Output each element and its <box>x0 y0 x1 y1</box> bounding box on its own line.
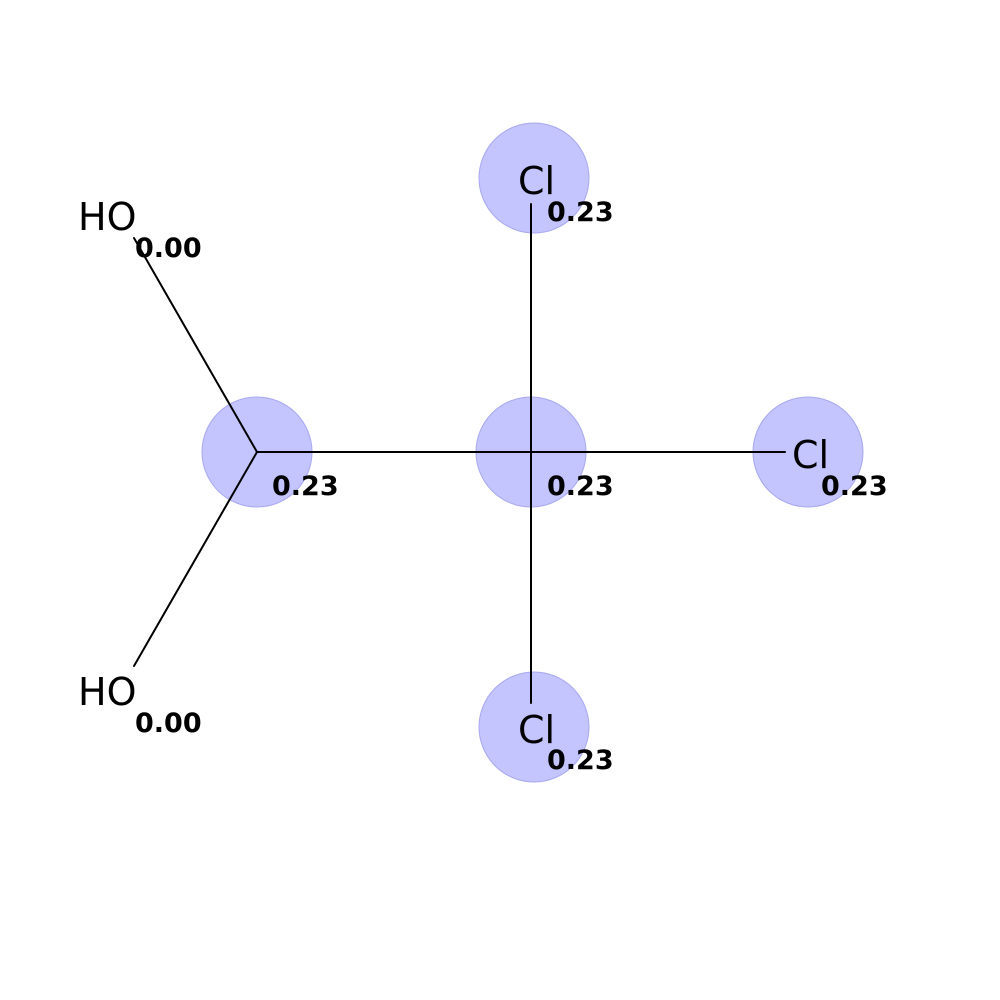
atom-label-cl1: Cl <box>518 159 555 203</box>
atom-score-c2: 0.23 <box>547 471 614 502</box>
bond-c1-o2 <box>133 451 258 667</box>
atom-score-o2: 0.00 <box>135 708 202 739</box>
atom-score-o1: 0.00 <box>135 233 202 264</box>
atom-score-cl3: 0.23 <box>547 745 614 776</box>
atom-label-cl2: Cl <box>792 433 829 477</box>
atom-label-o1: HO <box>78 195 136 239</box>
atom-label-o2: HO <box>78 670 136 714</box>
bond-c1-o1 <box>133 237 258 453</box>
atom-score-cl2: 0.23 <box>821 471 888 502</box>
atom-score-cl1: 0.23 <box>547 197 614 228</box>
atom-highlight-cl1 <box>478 122 590 234</box>
atom-score-c1: 0.23 <box>272 471 339 502</box>
atom-label-cl3: Cl <box>518 708 555 752</box>
atom-highlight-cl3 <box>478 671 590 783</box>
